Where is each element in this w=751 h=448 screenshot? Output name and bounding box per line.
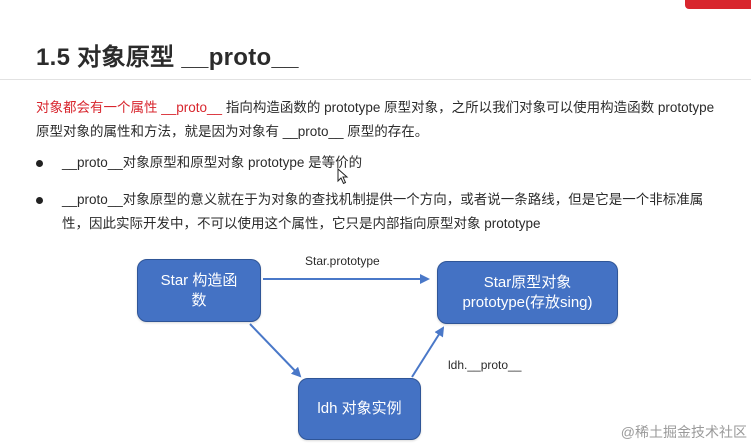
bullet-item: __proto__对象原型和原型对象 prototype 是等价的 (36, 151, 726, 175)
node-ldh-label: ldh 对象实例 (317, 400, 402, 417)
intro-text: 指向构造函数的 prototype 原型对象，之所以我们对象可以使用构造函数 p… (36, 100, 715, 139)
node-star-prototype: Star原型对象 prototype(存放sing) (437, 261, 618, 324)
node-star-line1: Star 构造函 (160, 271, 238, 289)
edge-label-ldh-proto: ldh.__proto__ (448, 358, 522, 372)
bullet-text: __proto__对象原型和原型对象 prototype 是等价的 (62, 155, 363, 170)
bullet-item: __proto__对象原型的意义就在于为对象的查找机制提供一个方向，或者说一条路… (36, 188, 726, 236)
node-star-constructor: Star 构造函 数 (137, 259, 261, 322)
title-divider (0, 79, 751, 80)
node-ldh-instance: ldh 对象实例 (298, 378, 421, 440)
bullet-dot-icon (36, 197, 43, 204)
bullet-dot-icon (36, 160, 43, 167)
intro-highlight: 对象都会有一个属性 __proto__ (36, 100, 223, 115)
node-star-line2: 数 (191, 291, 207, 309)
bullet-text: __proto__对象原型的意义就在于为对象的查找机制提供一个方向，或者说一条路… (62, 192, 704, 231)
arrow-ldh-to-prototype (411, 326, 445, 378)
slide-title: 1.5 对象原型 __proto__ (36, 44, 299, 71)
arrow-star-to-ldh (249, 323, 302, 378)
watermark: @稀土掘金技术社区 (620, 424, 747, 440)
edge-label-star-prototype: Star.prototype (305, 254, 380, 268)
intro-paragraph: 对象都会有一个属性 __proto__ 指向构造函数的 prototype 原型… (36, 96, 716, 144)
node-proto-line2: prototype(存放sing) (462, 293, 593, 311)
node-proto-line1: Star原型对象 (483, 273, 572, 291)
mouse-cursor-icon (337, 168, 349, 185)
presentation-corner-tab (685, 0, 751, 9)
